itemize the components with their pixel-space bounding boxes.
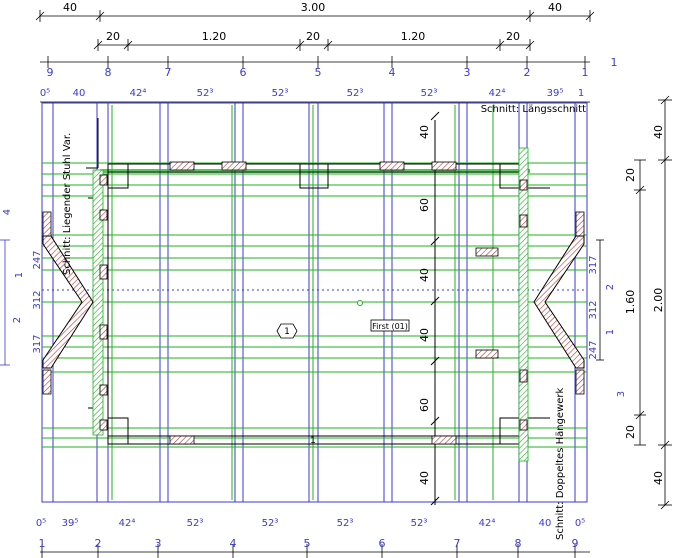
hip-chevrons	[42, 235, 585, 369]
spacing-bottom: 52³	[337, 518, 354, 529]
spacing-bottom: 42⁴	[479, 518, 496, 529]
spacing-top: 52³	[347, 88, 364, 99]
inner-dim: 40	[418, 125, 431, 139]
axis-label-top: 6	[240, 66, 247, 79]
spacing-bottom: 42⁴	[119, 518, 136, 529]
right-dim-20: 20	[624, 168, 637, 182]
right-dimension-labels: 2.00 40 40 20 20 1.60 2 1 3	[605, 125, 665, 485]
axis-label-bottom: 9	[572, 537, 579, 550]
spacing-top: 0⁵	[40, 88, 50, 99]
spacing-top: 52³	[197, 88, 214, 99]
right-dim-40: 40	[652, 471, 665, 485]
spacing-top: 42⁴	[130, 88, 147, 99]
spacing-top: 39⁵	[547, 88, 564, 99]
section-label-top: Schnitt: Längsschnitt	[481, 104, 586, 115]
dim-row2-4: 20	[506, 30, 520, 43]
axis-label-top: 9	[47, 66, 54, 79]
first-label: First (01)	[370, 319, 410, 332]
axis-label-top: 1	[582, 66, 589, 79]
left-labels: 4 1 2 247 312 317	[2, 209, 43, 354]
inner-dim: 40	[418, 268, 431, 282]
axis-label-top: 2	[524, 66, 531, 79]
bottom-labels: 0⁵ 39⁵ 42⁴ 52³ 52³ 52³ 52³ 42⁴ 40 0⁵ 1 2…	[36, 518, 585, 550]
left-dimension-chain	[0, 239, 10, 366]
bottom-axis	[40, 544, 590, 558]
spacing-bottom: 52³	[262, 518, 279, 529]
axis-label-bottom: 3	[155, 537, 162, 550]
axis-label-bottom: 7	[454, 537, 461, 550]
right-dim-40: 40	[652, 125, 665, 139]
axis-label-bottom: 5	[304, 537, 311, 550]
dim-row2-0: 20	[106, 30, 120, 43]
dim-top-right-40: 40	[548, 1, 562, 14]
right-dim-20: 20	[624, 425, 637, 439]
right-wall-dim: 247	[588, 340, 599, 359]
left-axis-1: 1	[14, 272, 25, 278]
axis-label-top: 7	[165, 66, 172, 79]
axis-label-top: 4	[389, 66, 396, 79]
section-label-bottom-right: Schnitt: Doppeltes Hängewerk	[555, 387, 566, 540]
right-axis-3: 3	[616, 391, 627, 397]
right-axis-2: 2	[605, 284, 616, 290]
right-dim-outer: 2.00	[652, 288, 665, 313]
spacing-top: 40	[73, 88, 86, 99]
first-label-text: First (01)	[372, 322, 408, 331]
axis-label-bottom: 2	[95, 537, 102, 550]
spacing-bottom: 0⁵	[36, 518, 46, 529]
right-dimension-chains	[596, 95, 672, 510]
spacing-top: 42⁴	[489, 88, 506, 99]
top-dimension-chains	[35, 10, 595, 103]
spacing-bottom: 0⁵	[575, 518, 585, 529]
axis-label-bottom: 8	[515, 537, 522, 550]
dim-row2-1: 1.20	[202, 30, 227, 43]
left-wall-dim: 317	[32, 334, 43, 353]
dim-top-left-40: 40	[63, 1, 77, 14]
right-axis-1: 1	[605, 329, 616, 335]
right-wall-dim: 317	[588, 255, 599, 274]
bottom-marker: 1	[310, 436, 316, 446]
section-label-left: Schnitt: Liegender Stuhl Var.	[62, 133, 73, 275]
spacing-top: 1	[578, 88, 584, 99]
right-wall-dim: 312	[588, 300, 599, 319]
axis-label-extra: 1	[611, 56, 618, 69]
dim-row2-3: 1.20	[401, 30, 426, 43]
ridge-point	[357, 300, 363, 306]
inner-dim: 40	[418, 471, 431, 485]
left-wall-dim: 312	[32, 290, 43, 309]
spacing-bottom: 39⁵	[62, 518, 79, 529]
marker-1: 1	[276, 323, 298, 339]
inner-dim: 60	[418, 198, 431, 212]
axis-label-top: 5	[315, 66, 322, 79]
inner-dim: 40	[418, 328, 431, 342]
marker-label: 1	[284, 327, 290, 337]
right-dim-inner: 1.60	[624, 290, 637, 315]
inner-dims: 40 60 40 40 60 40	[418, 125, 431, 485]
left-axis-2: 2	[12, 317, 23, 323]
axis-label-top: 8	[105, 66, 112, 79]
inner-dim: 60	[418, 398, 431, 412]
top-dimension-labels: 40 3.00 40 20 1.20 20 1.20 20 9 8 7 6 5 …	[40, 1, 618, 99]
spacing-bottom: 40	[539, 518, 552, 529]
dim-row2-2: 20	[306, 30, 320, 43]
axis-label-bottom: 6	[379, 537, 386, 550]
dim-top-total: 3.00	[301, 1, 326, 14]
hatched-elements	[42, 147, 585, 462]
spacing-top: 52³	[272, 88, 289, 99]
spacing-bottom: 52³	[411, 518, 428, 529]
spacing-top: 52³	[421, 88, 438, 99]
axis-label-top: 3	[464, 66, 471, 79]
right-wall-labels: 317 312 247	[588, 255, 599, 359]
left-wall-dim: 247	[32, 250, 43, 269]
left-axis-4: 4	[2, 209, 13, 215]
spacing-bottom: 52³	[187, 518, 204, 529]
axis-label-bottom: 1	[39, 537, 46, 550]
axis-label-bottom: 4	[230, 537, 237, 550]
